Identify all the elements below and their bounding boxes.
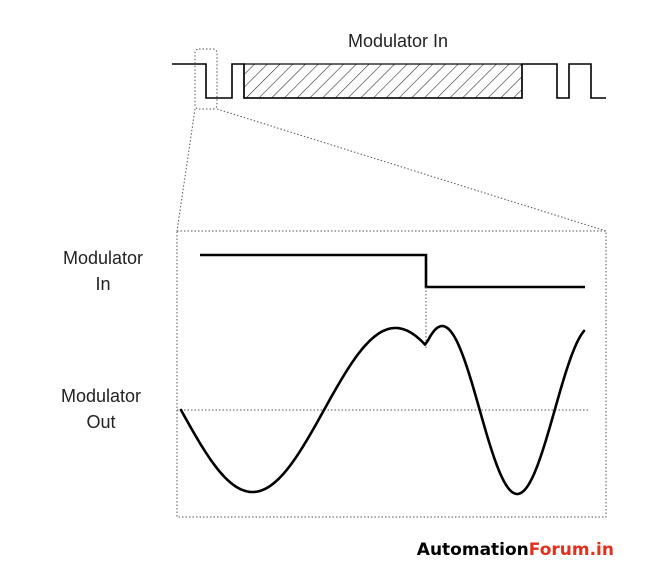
zoom-selection-box bbox=[194, 48, 218, 110]
top-signal-title: Modulator In bbox=[348, 31, 448, 51]
output-waveform bbox=[179, 324, 586, 496]
output-label-line1: Modulator bbox=[61, 386, 141, 406]
watermark-part1: Automation bbox=[417, 540, 529, 560]
output-label-line2: Out bbox=[86, 412, 115, 432]
zoom-line-right bbox=[216, 108, 607, 232]
watermark-part2: Forum.in bbox=[529, 540, 614, 560]
input-label-line2: In bbox=[95, 274, 110, 294]
zoom-panel-frame bbox=[176, 230, 607, 518]
zoom-line-left bbox=[176, 108, 196, 232]
watermark: AutomationForum.in bbox=[417, 540, 614, 560]
input-step-signal bbox=[200, 253, 585, 289]
input-label-line1: Modulator bbox=[63, 248, 143, 268]
hatched-data-region bbox=[243, 63, 523, 99]
